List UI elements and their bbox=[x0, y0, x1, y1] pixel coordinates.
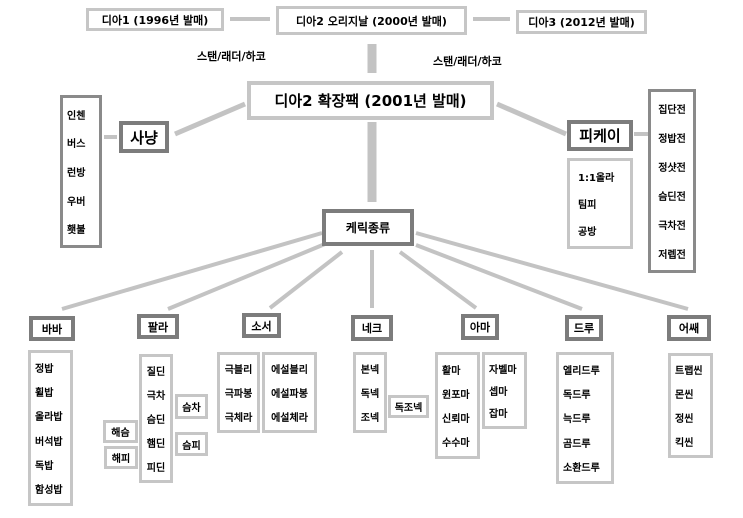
list-item: 정밥 bbox=[35, 363, 54, 375]
list-item: 잡마 bbox=[489, 409, 508, 421]
hunting-box: 사냥 bbox=[119, 121, 169, 153]
list-item: 활마 bbox=[442, 365, 461, 377]
list-item: 질딘 bbox=[146, 367, 166, 379]
pala-build-right-1: 슴차 bbox=[175, 394, 208, 419]
class-barb: 바바 bbox=[29, 316, 75, 341]
list-item: 수수마 bbox=[442, 438, 470, 450]
list-item: 올라밥 bbox=[35, 412, 63, 424]
pala-build-left-2: 해피 bbox=[104, 446, 138, 469]
list-item: 함성밥 bbox=[35, 485, 63, 497]
list-item: 극차전 bbox=[658, 221, 686, 232]
list-item: 휠밥 bbox=[35, 387, 54, 399]
line-pala bbox=[167, 242, 326, 311]
list-item: 킥씬 bbox=[675, 437, 694, 449]
list-item: 늑드루 bbox=[563, 414, 591, 426]
list-item: 우버 bbox=[67, 196, 86, 208]
line-druid bbox=[415, 243, 583, 311]
pk-box: 피케이 bbox=[567, 120, 633, 151]
list-item: 버스 bbox=[67, 139, 86, 151]
class-ama: 아마 bbox=[461, 314, 499, 340]
class-assa: 어쌔 bbox=[667, 315, 711, 341]
pala-build-left-1: 해슴 bbox=[103, 420, 138, 443]
list-item: 윈포마 bbox=[442, 389, 470, 401]
line-expansion-pk bbox=[496, 101, 567, 137]
list-item: 공방 bbox=[578, 227, 597, 238]
expansion-box: 디아2 확장팩 (2001년 발매) bbox=[247, 81, 494, 120]
line-barb bbox=[61, 231, 323, 311]
list-item: 1:1올라 bbox=[578, 173, 615, 184]
classes-box: 케릭종류 bbox=[322, 209, 414, 246]
pala-build-right-2: 슴피 bbox=[175, 432, 208, 456]
list-item: 피딘 bbox=[146, 462, 166, 474]
list-item: 자벨마 bbox=[489, 364, 517, 376]
line-sorc bbox=[268, 250, 344, 310]
diablo1-box: 디아1 (1996년 발매) bbox=[86, 8, 224, 31]
list-item: 슴딘전 bbox=[658, 192, 686, 203]
mode-label-left: 스탠/래더/하코 bbox=[197, 50, 266, 63]
line-ama bbox=[398, 250, 478, 310]
list-item: 정샷전 bbox=[658, 163, 686, 174]
list-item: 저렙전 bbox=[658, 250, 686, 261]
list-item: 횃불 bbox=[67, 225, 86, 237]
list-item: 에설파봉 bbox=[271, 388, 308, 400]
list-item: 극파봉 bbox=[224, 388, 253, 400]
list-item: 독넥 bbox=[360, 388, 380, 400]
list-item: 조넥 bbox=[360, 412, 380, 424]
class-druid: 드루 bbox=[565, 315, 603, 341]
list-item: 에설체라 bbox=[271, 412, 308, 424]
list-item: 신뢰마 bbox=[442, 414, 470, 426]
list-item: 슴딘 bbox=[146, 414, 166, 426]
necro-build-extra: 독조넥 bbox=[388, 395, 429, 418]
class-sorc: 소서 bbox=[242, 313, 281, 338]
diablo3-box: 디아3 (2012년 발매) bbox=[516, 10, 647, 34]
list-item: 소환드루 bbox=[563, 463, 600, 475]
class-pala: 팔라 bbox=[137, 314, 179, 339]
line-expansion-hunting bbox=[174, 101, 246, 137]
list-item: 팀피 bbox=[578, 200, 597, 211]
list-item: 집단전 bbox=[658, 105, 686, 116]
list-item: 셉마 bbox=[489, 386, 508, 398]
list-item: 트랩씬 bbox=[675, 366, 703, 378]
list-item: 몬씬 bbox=[675, 390, 694, 402]
list-item: 곰드루 bbox=[563, 438, 591, 450]
list-item: 극체라 bbox=[224, 412, 253, 424]
list-item: 독밥 bbox=[35, 460, 54, 472]
list-item: 런방 bbox=[67, 167, 86, 179]
line-assa bbox=[415, 231, 689, 311]
list-item: 엘리드루 bbox=[563, 365, 600, 377]
list-item: 버석밥 bbox=[35, 436, 63, 448]
diablo2-original-box: 디아2 오리지날 (2000년 발매) bbox=[276, 6, 467, 35]
class-necro: 네크 bbox=[351, 315, 393, 341]
list-item: 독드루 bbox=[563, 390, 591, 402]
mode-label-right: 스탠/래더/하코 bbox=[433, 55, 502, 68]
list-item: 에설블리 bbox=[271, 365, 308, 377]
list-item: 극차 bbox=[146, 391, 166, 403]
list-item: 극블리 bbox=[224, 365, 253, 377]
list-item: 본넥 bbox=[360, 365, 380, 377]
list-item: 햄딘 bbox=[146, 438, 166, 450]
list-item: 정밥전 bbox=[658, 134, 686, 145]
list-item: 인첸 bbox=[67, 110, 86, 122]
list-item: 정씬 bbox=[675, 413, 694, 425]
